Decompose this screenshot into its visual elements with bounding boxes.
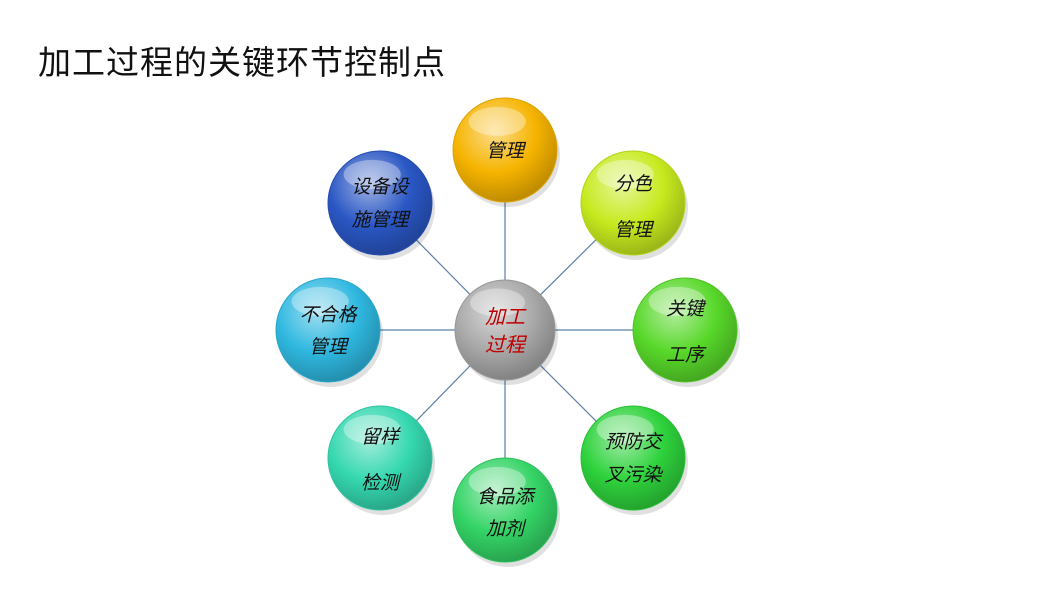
node-label: 不合格 bbox=[299, 304, 358, 326]
node-circle bbox=[454, 279, 556, 381]
center-label: 加工 bbox=[485, 305, 527, 329]
node-circle bbox=[580, 150, 686, 256]
node-circle bbox=[327, 150, 433, 256]
node-label: 设备设 bbox=[351, 176, 410, 198]
node-highlight bbox=[470, 288, 525, 317]
node-label: 叉污染 bbox=[604, 464, 663, 486]
node-label: 预防交 bbox=[604, 431, 664, 453]
node-label: 食品添 bbox=[476, 486, 536, 508]
node-highlight bbox=[291, 286, 349, 316]
node-label: 管理 bbox=[309, 336, 350, 358]
node-label: 关键 bbox=[666, 298, 707, 320]
node-circle bbox=[275, 277, 381, 383]
node-label: 工序 bbox=[666, 344, 707, 366]
node-highlight bbox=[468, 106, 526, 136]
center-node: 加工过程 bbox=[454, 279, 558, 385]
node-highlight bbox=[596, 159, 654, 189]
node-label: 分色 bbox=[614, 173, 653, 195]
node-circle bbox=[580, 405, 686, 511]
node-highlight bbox=[648, 286, 706, 316]
node-circle bbox=[452, 97, 558, 203]
node-label: 施管理 bbox=[351, 209, 411, 231]
node-label: 加剂 bbox=[486, 518, 527, 540]
node-circle bbox=[632, 277, 738, 383]
node-label: 管理 bbox=[614, 219, 655, 241]
node-circle bbox=[327, 405, 433, 511]
node-highlight bbox=[343, 414, 401, 444]
node-label: 管理 bbox=[486, 140, 527, 162]
page-title: 加工过程的关键环节控制点 bbox=[38, 43, 446, 82]
node-label: 留样 bbox=[361, 426, 401, 448]
node-label: 检测 bbox=[361, 472, 402, 494]
center-label: 过程 bbox=[485, 333, 528, 357]
node-highlight bbox=[468, 466, 526, 496]
node-circle bbox=[452, 457, 558, 563]
node-highlight bbox=[343, 159, 401, 189]
node-management: 管理 bbox=[452, 97, 560, 207]
node-highlight bbox=[596, 414, 654, 444]
